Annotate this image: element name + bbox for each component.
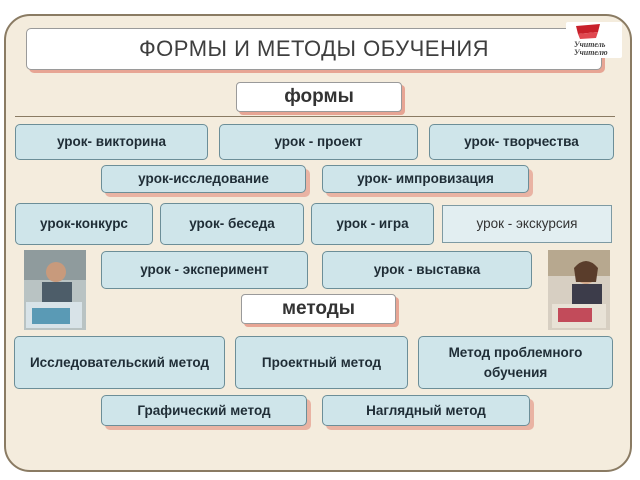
form-project-lesson: урок - проект — [219, 124, 418, 160]
form-creativity-lesson: урок- творчества — [429, 124, 614, 160]
form-contest-lesson: урок-конкурс — [15, 203, 153, 245]
form-quiz-lesson: урок- викторина — [15, 124, 208, 160]
method-research: Исследовательский метод — [14, 336, 225, 389]
method-problem-learning: Метод проблемного обучения — [418, 336, 613, 389]
form-conversation-lesson: урок- беседа — [160, 203, 304, 245]
logo-icon — [576, 24, 600, 39]
methods-header: методы — [241, 294, 396, 324]
logo-text: Учитель Учителю — [574, 40, 608, 57]
method-visual: Наглядный метод — [322, 395, 530, 426]
form-excursion-lesson: урок - экскурсия — [442, 205, 612, 243]
logo: Учитель Учителю — [566, 22, 622, 58]
method-graphic: Графический метод — [101, 395, 307, 426]
form-research-lesson: урок-исследование — [101, 165, 306, 193]
students-photo-left — [24, 250, 86, 330]
forms-header: формы — [236, 82, 402, 112]
form-experiment-lesson: урок - эксперимент — [101, 251, 308, 289]
students-photo-right — [548, 250, 610, 330]
form-exhibition-lesson: урок - выставка — [322, 251, 532, 289]
form-improvisation-lesson: урок- импровизация — [322, 165, 529, 193]
divider-line — [15, 116, 615, 117]
method-project: Проектный метод — [235, 336, 408, 389]
form-game-lesson: урок - игра — [311, 203, 434, 245]
page-title: ФОРМЫ И МЕТОДЫ ОБУЧЕНИЯ — [26, 28, 602, 70]
